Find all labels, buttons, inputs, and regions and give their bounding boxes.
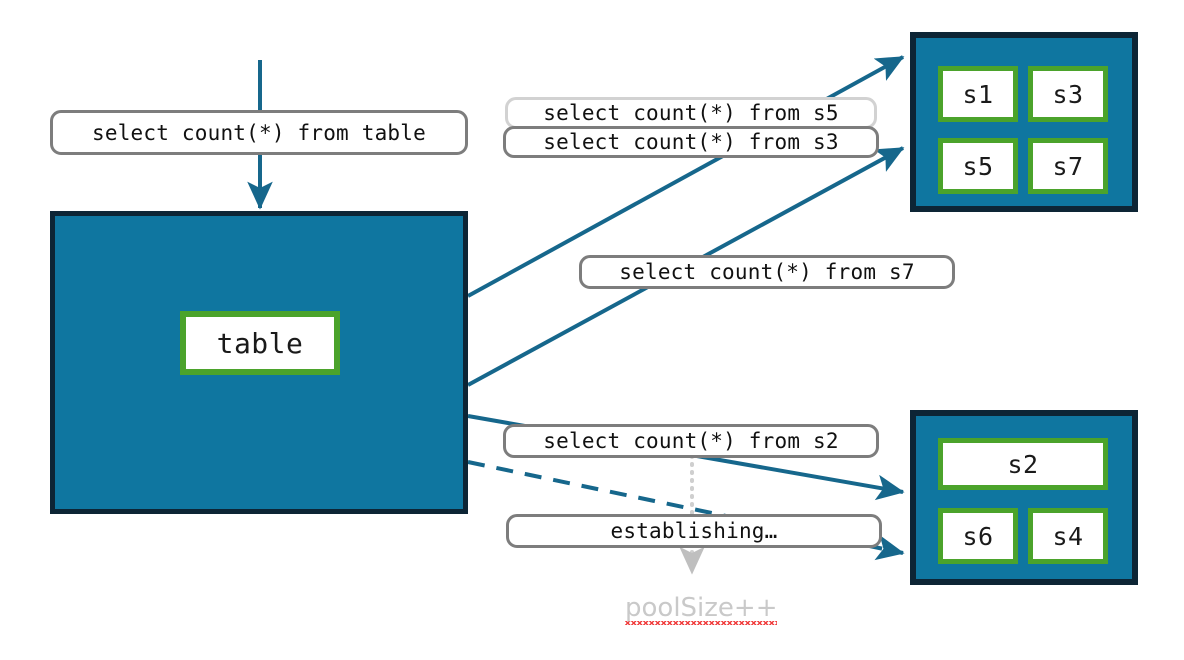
node-s7[interactable]: s7 xyxy=(1028,138,1108,194)
node-s1[interactable]: s1 xyxy=(938,66,1018,122)
query-label-s2[interactable]: select count(*) from s2 xyxy=(503,424,879,458)
node-s3[interactable]: s3 xyxy=(1028,66,1108,122)
pool-size-annotation-text: poolSize++ xyxy=(625,593,778,623)
status-label-establishing[interactable]: establishing… xyxy=(506,514,882,548)
query-label-s7[interactable]: select count(*) from s7 xyxy=(579,255,955,289)
node-s5[interactable]: s5 xyxy=(938,138,1018,194)
node-table[interactable]: table xyxy=(180,311,340,375)
query-label-table[interactable]: select count(*) from table xyxy=(50,110,468,155)
query-label-s3[interactable]: select count(*) from s3 xyxy=(503,126,879,158)
pool-size-annotation: poolSize++ xyxy=(625,593,778,625)
node-s6[interactable]: s6 xyxy=(938,508,1018,564)
node-s4[interactable]: s4 xyxy=(1028,508,1108,564)
node-s2[interactable]: s2 xyxy=(938,438,1108,490)
query-label-s5[interactable]: select count(*) from s5 xyxy=(505,97,877,129)
